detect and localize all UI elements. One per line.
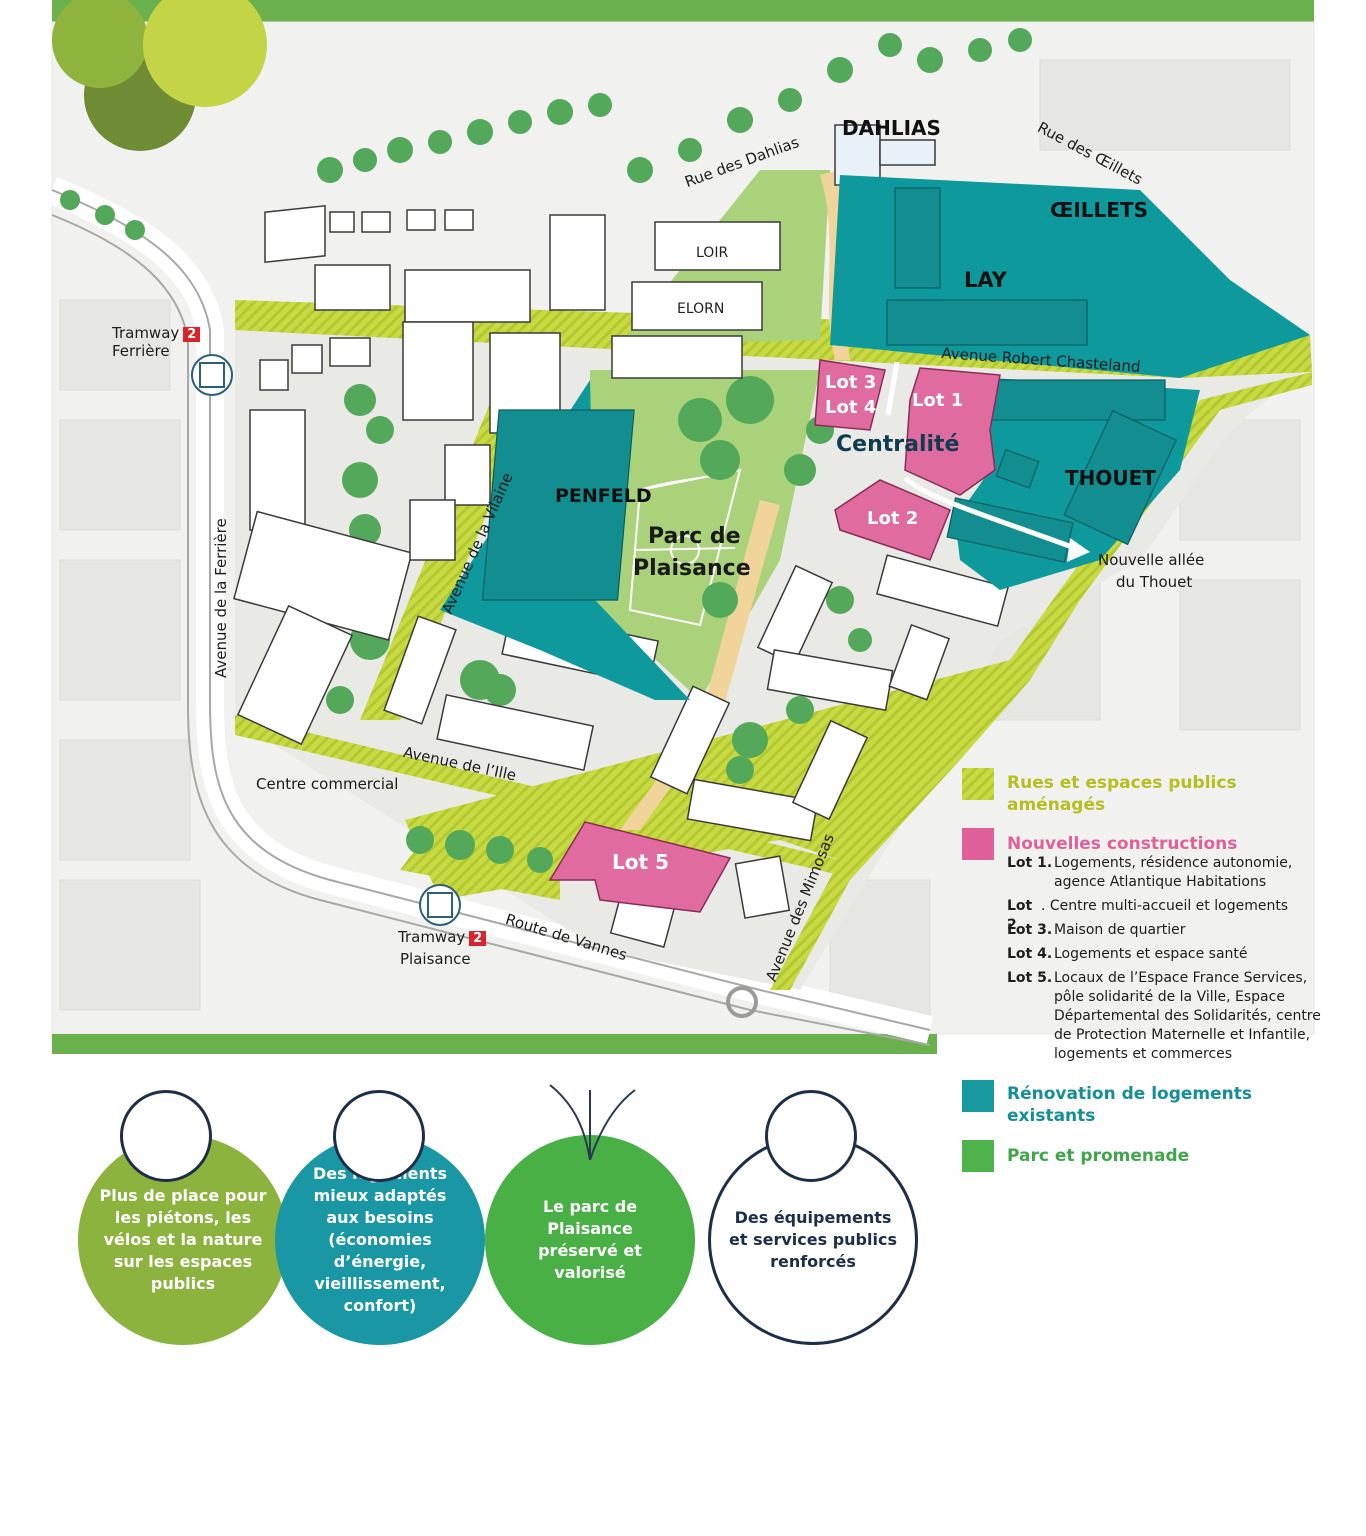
legend-lot-4-num: Lot 4. bbox=[1007, 946, 1053, 962]
legend-lot-1-num: Lot 1. bbox=[1007, 855, 1053, 871]
parc-plaisance-area bbox=[590, 370, 820, 700]
bike-delivery-icon bbox=[120, 1090, 212, 1182]
tree-rows bbox=[60, 28, 1032, 873]
tram-ferriere-title: Tramway bbox=[112, 324, 180, 342]
circle-logements: Des logements mieux adaptés aux besoins … bbox=[275, 1135, 485, 1345]
street-ferriere: Avenue de la Ferrière bbox=[212, 518, 230, 678]
legend-lot-1: Lot 1.Logements, résidence autonomie, ag… bbox=[1007, 854, 1327, 890]
map-bottom-bar bbox=[52, 1034, 937, 1054]
lot-5-label: Lot 5 bbox=[612, 850, 669, 874]
decorative-trees bbox=[52, 0, 267, 151]
nouvelle-allee-line2: du Thouet bbox=[1116, 573, 1193, 591]
parc-label-line2: Plaisance bbox=[633, 556, 751, 581]
tram-ferriere-line-badge: 2 bbox=[183, 327, 201, 342]
tram-plaisance-title: Tramway bbox=[398, 928, 466, 946]
lot-2-label: Lot 2 bbox=[867, 508, 919, 529]
legend-lot-1-desc: Logements, résidence autonomie, agence A… bbox=[1054, 855, 1293, 890]
legend-lot-4: Lot 4.Logements et espace santé bbox=[1007, 945, 1327, 964]
top-banner-bar bbox=[52, 0, 1314, 22]
parc-label-line1: Parc de bbox=[648, 524, 741, 549]
legend-lot-3-desc: Maison de quartier bbox=[1054, 922, 1186, 938]
legend-swatch-nouvelles bbox=[962, 828, 994, 860]
lot-4-label: Lot 4 bbox=[825, 397, 877, 418]
circle-pietons-text: Plus de place pour les piétons, les vélo… bbox=[99, 1186, 267, 1293]
legend-lot-3: Lot 3.Maison de quartier bbox=[1007, 921, 1327, 940]
circle-parc-text: Le parc de Plaisance préservé et valoris… bbox=[538, 1197, 642, 1282]
legend-swatch-parc bbox=[962, 1140, 994, 1172]
tram-stop-icon-plaisance bbox=[419, 884, 461, 926]
legend-lot-2: Lot 2 . Centre multi-accueil et logements bbox=[1007, 897, 1327, 935]
legend-parc-title: Parc et promenade bbox=[1007, 1146, 1190, 1166]
football-pitch bbox=[628, 468, 742, 627]
legend-lot-2-num: Lot 2 bbox=[1007, 898, 1033, 933]
roundabout-icon bbox=[726, 986, 758, 1018]
legend-rues-line2: aménagés bbox=[1007, 795, 1106, 815]
legend-lot-3-num: Lot 3. bbox=[1007, 922, 1053, 938]
legend-renovation-line2: existants bbox=[1007, 1106, 1096, 1126]
tram-ferriere-stop: Ferrière bbox=[112, 342, 170, 360]
lot-3-label: Lot 3 bbox=[825, 372, 877, 393]
legend-lot-5-desc: Locaux de l’Espace France Services, pôle… bbox=[1054, 970, 1321, 1062]
legend-lot-4-desc: Logements et espace santé bbox=[1054, 946, 1248, 962]
tram-plaisance-stop: Plaisance bbox=[400, 950, 471, 968]
fern-leaf-icon bbox=[530, 1080, 650, 1161]
district-lay: LAY bbox=[964, 268, 1007, 292]
nouvelle-allee-line1: Nouvelle allée bbox=[1098, 551, 1205, 569]
legend-lot-5: Lot 5.Locaux de l’Espace France Services… bbox=[1007, 969, 1327, 1062]
legend-swatch-rues bbox=[962, 768, 994, 800]
tram-stop-icon-ferriere bbox=[191, 354, 233, 396]
legend-renovation-line1: Rénovation de logements bbox=[1007, 1084, 1253, 1104]
document-board-icon bbox=[765, 1090, 857, 1182]
centre-commercial-label: Centre commercial bbox=[256, 775, 399, 793]
district-dahlias: DAHLIAS bbox=[842, 116, 941, 140]
district-penfeld: PENFELD bbox=[555, 485, 652, 507]
legend-rues-line1: Rues et espaces publics bbox=[1007, 773, 1237, 793]
legend-swatch-renovation bbox=[962, 1080, 994, 1112]
building-loir: LOIR bbox=[696, 245, 729, 261]
lot-1-label: Lot 1 bbox=[912, 390, 964, 411]
district-thouet: THOUET bbox=[1065, 466, 1156, 490]
centralite-label: Centralité bbox=[836, 432, 960, 457]
legend-lot-2-desc: . Centre multi-accueil et logements bbox=[1041, 898, 1289, 914]
building-elorn: ELORN bbox=[677, 301, 725, 317]
circle-equipements-text: Des équipements et services publics renf… bbox=[729, 1208, 897, 1271]
district-oeillets: ŒILLETS bbox=[1050, 198, 1148, 222]
new-lots bbox=[548, 359, 1001, 913]
circle-logements-text: Des logements mieux adaptés aux besoins … bbox=[312, 1164, 447, 1315]
tram-plaisance-line-badge: 2 bbox=[469, 931, 487, 946]
circle-parc: Le parc de Plaisance préservé et valoris… bbox=[485, 1135, 695, 1345]
housing-building-icon bbox=[333, 1090, 425, 1182]
legend-nouvelles-title: Nouvelles constructions bbox=[1007, 834, 1238, 854]
legend-lot-5-num: Lot 5. bbox=[1007, 970, 1053, 986]
